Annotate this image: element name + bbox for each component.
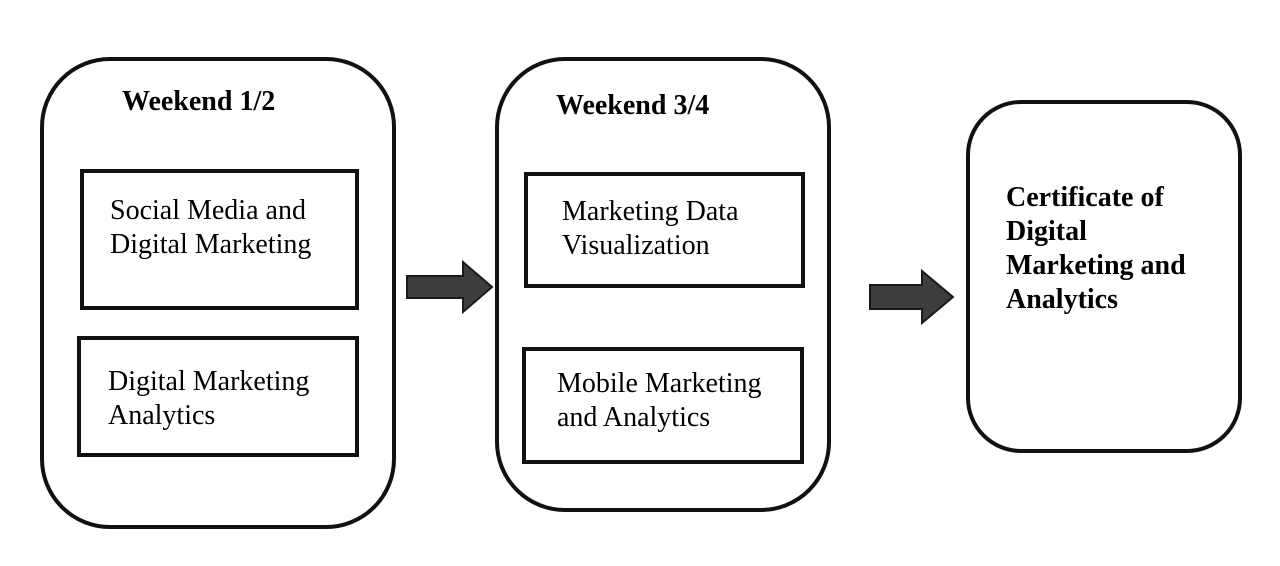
stage-weekend-3-4-title: Weekend 3/4 bbox=[556, 90, 710, 121]
module-mobile-marketing-analytics bbox=[522, 347, 804, 464]
module-social-media-digital-marketing-label: Social Media and Digital Marketing bbox=[110, 195, 312, 260]
stage-weekend-1-2-title: Weekend 1/2 bbox=[122, 86, 276, 117]
module-social-media-digital-marketing bbox=[80, 169, 359, 310]
result-certificate bbox=[966, 100, 1242, 453]
result-certificate-label: Certificate of Digital Marketing and Ana… bbox=[1006, 182, 1186, 315]
module-marketing-data-visualization-label: Marketing Data Visualization bbox=[562, 196, 739, 261]
module-digital-marketing-analytics bbox=[77, 336, 359, 457]
arrow-right-icon bbox=[406, 259, 494, 315]
module-marketing-data-visualization bbox=[524, 172, 805, 288]
module-mobile-marketing-analytics-label: Mobile Marketing and Analytics bbox=[557, 368, 762, 433]
module-digital-marketing-analytics-label: Digital Marketing Analytics bbox=[108, 366, 310, 431]
arrow-right-icon bbox=[869, 268, 955, 326]
